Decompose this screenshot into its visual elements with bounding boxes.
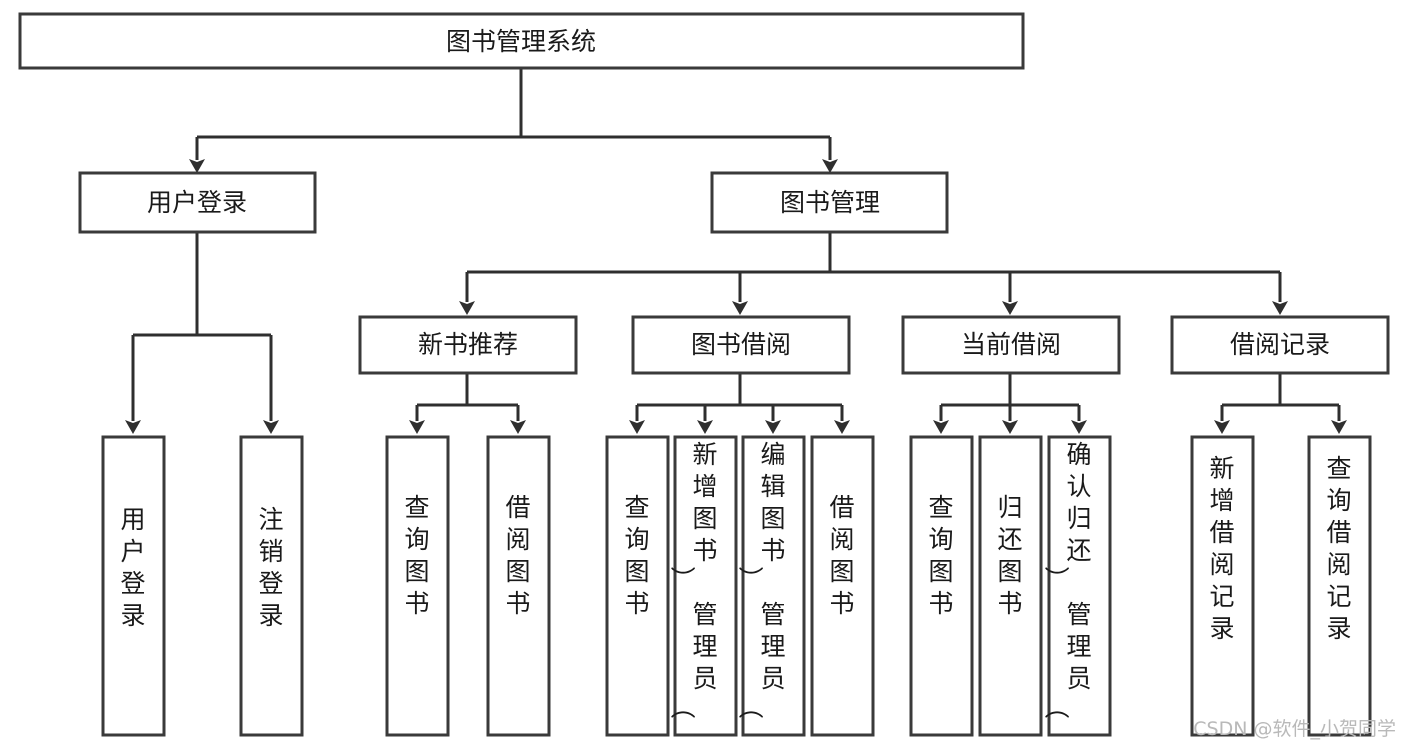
- leaf-user-login-logout[interactable]: 注销登录: [239, 435, 304, 737]
- leaf-borrow-record-add[interactable]: 新增借阅记录: [1190, 435, 1255, 737]
- node-user-login[interactable]: 用户登录: [78, 171, 317, 234]
- connector-newbook-to-leaves: [409, 373, 526, 434]
- leaf-book-borrow-borrow-label: 借阅图书: [829, 493, 854, 618]
- leaf-new-book-query[interactable]: 查询图书: [385, 435, 450, 737]
- node-new-book-recommend[interactable]: 新书推荐: [358, 315, 578, 375]
- leaf-current-borrow-return-label: 归还图书: [997, 493, 1022, 618]
- csdn-watermark: CSDN @软件_小贺同学: [1193, 718, 1396, 740]
- connector-root-to-level1: [189, 68, 838, 173]
- leaf-current-borrow-confirm[interactable]: 确认归还（管理员）: [1043, 435, 1112, 737]
- node-book-borrow[interactable]: 图书借阅: [631, 315, 851, 375]
- connector-bookborrow-to-leaves: [629, 373, 850, 434]
- node-current-borrow[interactable]: 当前借阅: [901, 315, 1121, 375]
- leaf-user-login-login-label: 用户登录: [120, 505, 145, 630]
- connector-currentborrow-to-leaves: [933, 373, 1087, 434]
- node-new-book-recommend-label: 新书推荐: [418, 330, 518, 359]
- leaf-user-login-login[interactable]: 用户登录: [101, 435, 166, 737]
- node-borrow-record-label: 借阅记录: [1230, 330, 1330, 359]
- leaf-book-borrow-edit[interactable]: 编辑图书（管理员）: [737, 435, 806, 737]
- leaf-current-borrow-query[interactable]: 查询图书: [909, 435, 974, 737]
- leaf-new-book-borrow[interactable]: 借阅图书: [486, 435, 551, 737]
- leaf-book-borrow-add[interactable]: 新增图书（管理员）: [669, 435, 738, 737]
- node-current-borrow-label: 当前借阅: [961, 330, 1061, 359]
- connector-userlogin-to-leaves: [125, 232, 279, 434]
- leaf-current-borrow-confirm-label: 确认归还（管理员）: [1043, 440, 1091, 719]
- leaf-new-book-borrow-label: 借阅图书: [505, 493, 530, 618]
- connector-borrowrecord-to-leaves: [1214, 373, 1347, 434]
- node-borrow-record[interactable]: 借阅记录: [1170, 315, 1390, 375]
- leaf-book-borrow-query[interactable]: 查询图书: [605, 435, 670, 737]
- leaf-new-book-query-label: 查询图书: [404, 493, 429, 618]
- node-root-label: 图书管理系统: [446, 27, 596, 56]
- leaf-current-borrow-return[interactable]: 归还图书: [978, 435, 1043, 737]
- node-user-login-label: 用户登录: [147, 188, 247, 217]
- leaf-user-login-logout-label: 注销登录: [258, 505, 283, 630]
- leaf-borrow-record-query-label: 查询借阅记录: [1326, 454, 1351, 643]
- leaf-current-borrow-query-label: 查询图书: [928, 493, 953, 618]
- leaf-book-borrow-edit-label: 编辑图书（管理员）: [737, 440, 785, 719]
- leaf-book-borrow-borrow[interactable]: 借阅图书: [810, 435, 875, 737]
- node-book-borrow-label: 图书借阅: [691, 330, 791, 359]
- connector-bookmgmt-to-level2: [459, 232, 1288, 315]
- leaf-borrow-record-query[interactable]: 查询借阅记录: [1307, 435, 1372, 737]
- leaf-book-borrow-query-label: 查询图书: [624, 493, 649, 618]
- node-root-book-management-system[interactable]: 图书管理系统: [18, 12, 1025, 70]
- leaf-book-borrow-add-label: 新增图书（管理员）: [669, 440, 717, 719]
- node-book-management[interactable]: 图书管理: [710, 171, 949, 234]
- leaf-borrow-record-add-label: 新增借阅记录: [1209, 454, 1234, 643]
- node-book-management-label: 图书管理: [780, 188, 880, 217]
